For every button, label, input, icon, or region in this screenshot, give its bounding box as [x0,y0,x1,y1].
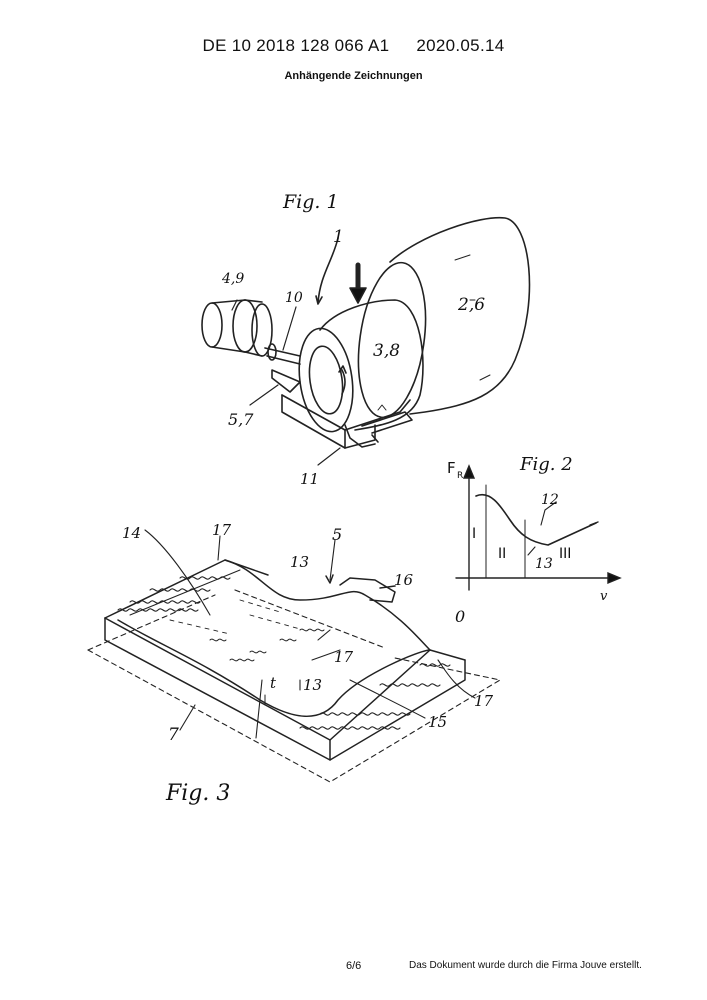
label-14: 14 [122,524,141,542]
y-axis-subscript: R [457,471,463,481]
figure-2-chart [455,464,622,591]
figure-3 [87,529,501,783]
label-5-7: 5,7 [228,410,254,429]
footer-note: Das Dokument wurde durch die Firma Jouve… [409,960,642,971]
label-15: 15 [428,713,447,731]
label-1: 1 [333,227,344,247]
figure-2-labels: Fig. 2 F R v 0 12 13 I II III [447,454,608,626]
figure-1-labels: Fig. 1 1 4,9 10 2,6 3,8 5,7 11 [221,191,485,488]
label-10: 10 [285,290,303,306]
y-axis-label: F [447,459,456,477]
fig1-caption: Fig. 1 [282,191,339,213]
publication-number: DE 10 2018 128 066 A1 [202,36,390,55]
label-t: t [270,674,277,692]
label-11: 11 [300,470,319,488]
fig2-caption: Fig. 2 [519,454,573,475]
publication-date: 2020.05.14 [416,36,505,55]
label-4-9: 4,9 [221,271,244,287]
label-17-right: 17 [474,692,494,710]
label-13-bottom: 13 [303,676,322,694]
label-17-top: 17 [212,521,232,539]
label-7: 7 [168,725,179,745]
region-3: III [559,546,571,562]
figure-1 [201,216,531,466]
document-header: DE 10 2018 128 066 A1 2020.05.14 [0,36,707,56]
label-13-top: 13 [290,553,309,571]
label-5: 5 [332,525,342,544]
label-16: 16 [394,571,414,589]
x-axis-label: v [600,589,608,604]
curve-label-12: 12 [541,492,559,508]
figure-3-labels: 14 17 5 13 16 17 13 t 15 17 7 Fig. 3 [122,521,494,806]
label-2-6: 2,6 [457,295,485,315]
region-1: I [472,526,476,542]
point-label-13: 13 [535,556,553,572]
label-3-8: 3,8 [373,341,400,361]
label-17-middle: 17 [334,648,354,666]
origin-label: 0 [455,607,465,626]
fig3-caption: Fig. 3 [165,781,230,806]
page-number: 6/6 [346,960,362,972]
friction-curve [475,493,597,546]
region-2: II [498,546,506,562]
section-subtitle: Anhängende Zeichnungen [284,70,423,82]
